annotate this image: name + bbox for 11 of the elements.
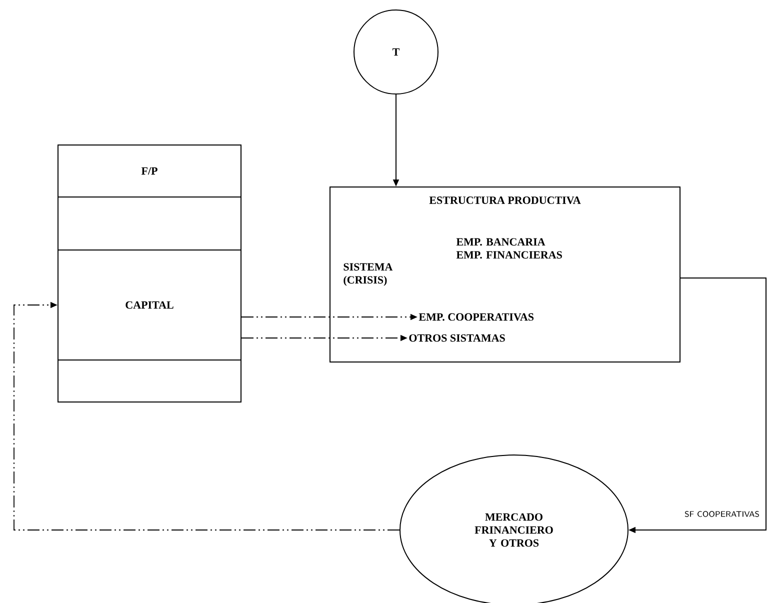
edge-label: SF COOPERATIVAS <box>684 510 760 518</box>
arrow <box>14 302 400 530</box>
box-text: OTROS SISTAMAS <box>409 334 505 342</box>
box-text: EMP. BANCARIA EMP. FINANCIERAS <box>456 238 562 259</box>
table-cell: CAPITAL <box>58 250 242 360</box>
table-cell: F/P <box>58 144 242 198</box>
table-cell <box>58 196 242 250</box>
circle-node: T <box>354 10 438 94</box>
table-cell <box>58 360 242 402</box>
box-text: SISTEMA (CRISIS) <box>344 263 393 286</box>
box-text: EMP. COOPERATIVAS <box>418 313 534 321</box>
